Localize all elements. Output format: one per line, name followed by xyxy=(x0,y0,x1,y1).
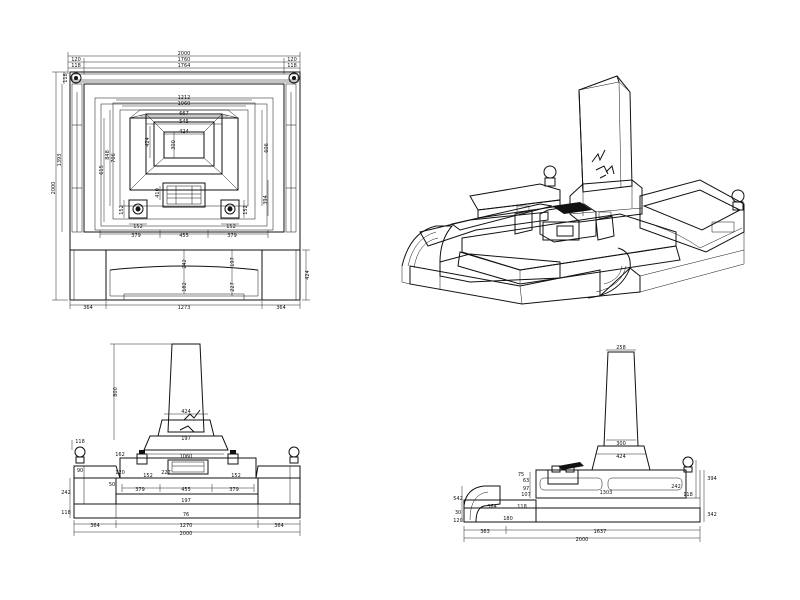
dim-w-1270: 1270 xyxy=(180,523,193,529)
dim-base-424: 424 xyxy=(616,454,626,460)
dim-h-242: 242 xyxy=(671,484,681,490)
dim-left-364: 364 xyxy=(83,305,93,311)
dim-corner-d: 118 xyxy=(287,63,297,69)
dim-front-424: 424 xyxy=(305,270,311,280)
dim-w-2000: 2000 xyxy=(180,531,193,537)
dim-corner-a: 120 xyxy=(71,57,81,63)
dim-right-364: 364 xyxy=(276,305,286,311)
dim-h-118: 118 xyxy=(61,510,71,516)
dim-h-542: 542 xyxy=(453,496,463,502)
dim-h-394: 394 xyxy=(707,476,717,482)
dim-top-424: 424 xyxy=(181,409,191,415)
dim-w-1637: 1637 xyxy=(594,529,607,535)
side-elevation: 258 300 424 1303 75 63 97 107 542 xyxy=(453,345,717,543)
dim-base-1212: 1212 xyxy=(178,95,191,101)
dim-sp-152b: 152 xyxy=(231,473,241,479)
dim-h-75: 75 xyxy=(518,472,524,478)
dim-h-30: 30 xyxy=(455,510,461,516)
dim-depth-394: 394 xyxy=(263,195,269,205)
dim-h-118: 118 xyxy=(683,492,693,498)
dim-vase-152b: 152 xyxy=(243,205,249,215)
dim-inner-width-a: 1760 xyxy=(178,57,191,63)
dim-vase-152c: 152 xyxy=(133,224,143,230)
dim-corner-side: 118 xyxy=(63,73,69,83)
dim-height-800: 800 xyxy=(113,387,119,397)
dim-sp-379a: 379 xyxy=(135,487,145,493)
dim-center-455: 455 xyxy=(179,233,189,239)
front-elevation: 800 424 1060 118 162 120 90 xyxy=(61,343,301,537)
dim-h-1303: 1303 xyxy=(600,490,613,496)
dim-h-107: 107 xyxy=(521,492,531,498)
dim-h-97: 97 xyxy=(523,486,529,492)
dim-h-90: 90 xyxy=(77,468,83,474)
dim-stone-300: 300 xyxy=(171,140,177,150)
perspective-view xyxy=(401,75,745,305)
dim-h-63: 63 xyxy=(523,478,529,484)
dim-h-342: 342 xyxy=(707,512,717,518)
dim-h-364: 364 xyxy=(487,504,497,510)
dim-sp-455: 455 xyxy=(181,487,191,493)
dim-corner-b: 118 xyxy=(71,63,81,69)
dim-depth-inner: 1393 xyxy=(57,154,63,167)
svg-text:152: 152 xyxy=(226,224,236,230)
dim-depth-706: 706 xyxy=(111,153,117,163)
dim-depth-848: 848 xyxy=(105,150,111,160)
dim-offset-379a: 379 xyxy=(131,233,141,239)
dim-sp-197: 197 xyxy=(181,436,191,442)
dim-h-50: 50 xyxy=(109,482,115,488)
dim-pos-162: 162 xyxy=(115,452,125,458)
dim-center-1273: 1273 xyxy=(178,305,191,311)
dim-vase-152a: 152 xyxy=(119,205,125,215)
dim-pos-120: 120 xyxy=(115,470,125,476)
dim-w-363: 363 xyxy=(480,529,490,535)
dim-overall-width: 2000 xyxy=(178,51,191,57)
dim-base-1060: 1060 xyxy=(178,101,191,107)
dim-step-76: 76 xyxy=(183,512,189,518)
dim-side-118: 118 xyxy=(75,439,85,445)
dim-top-258: 258 xyxy=(616,345,626,351)
plan-view: 2000 1760 1764 120 118 120 118 2000 1393… xyxy=(51,51,311,311)
dim-step-227: 227 xyxy=(230,282,236,292)
dim-step-242: 242 xyxy=(182,259,188,269)
dim-h-120: 120 xyxy=(453,518,463,524)
dim-offset-379b: 379 xyxy=(227,233,237,239)
dim-depth-410: 410 xyxy=(155,188,161,198)
dim-stone-545: 545 xyxy=(179,119,189,125)
dim-h-180: 180 xyxy=(503,516,513,522)
dim-w-2000: 2000 xyxy=(576,537,589,543)
dim-depth-424: 424 xyxy=(145,137,151,147)
dim-sp-152a: 152 xyxy=(143,473,153,479)
dim-depth-total: 2000 xyxy=(51,182,57,195)
dim-stone-667: 667 xyxy=(179,111,189,117)
dim-inner-width-b: 1764 xyxy=(178,63,191,69)
dim-step-197: 197 xyxy=(230,257,236,267)
dim-h-118b: 118 xyxy=(517,504,527,510)
dim-depth-606: 606 xyxy=(264,143,270,153)
dim-w-364a: 364 xyxy=(90,523,100,529)
dim-h-242: 242 xyxy=(61,490,71,496)
dim-depth-615: 615 xyxy=(99,165,105,175)
dim-sp-379b: 379 xyxy=(229,487,239,493)
dim-base-1060: 1060 xyxy=(180,454,193,460)
dim-sp-227: 227 xyxy=(161,470,171,476)
dim-mid-300: 300 xyxy=(616,441,626,447)
dim-w-364b: 364 xyxy=(274,523,284,529)
dim-step-197b: 197 xyxy=(181,498,191,504)
dim-corner-c: 120 xyxy=(287,57,297,63)
dim-stone-424: 424 xyxy=(179,129,189,135)
dim-step-182: 182 xyxy=(182,282,188,292)
